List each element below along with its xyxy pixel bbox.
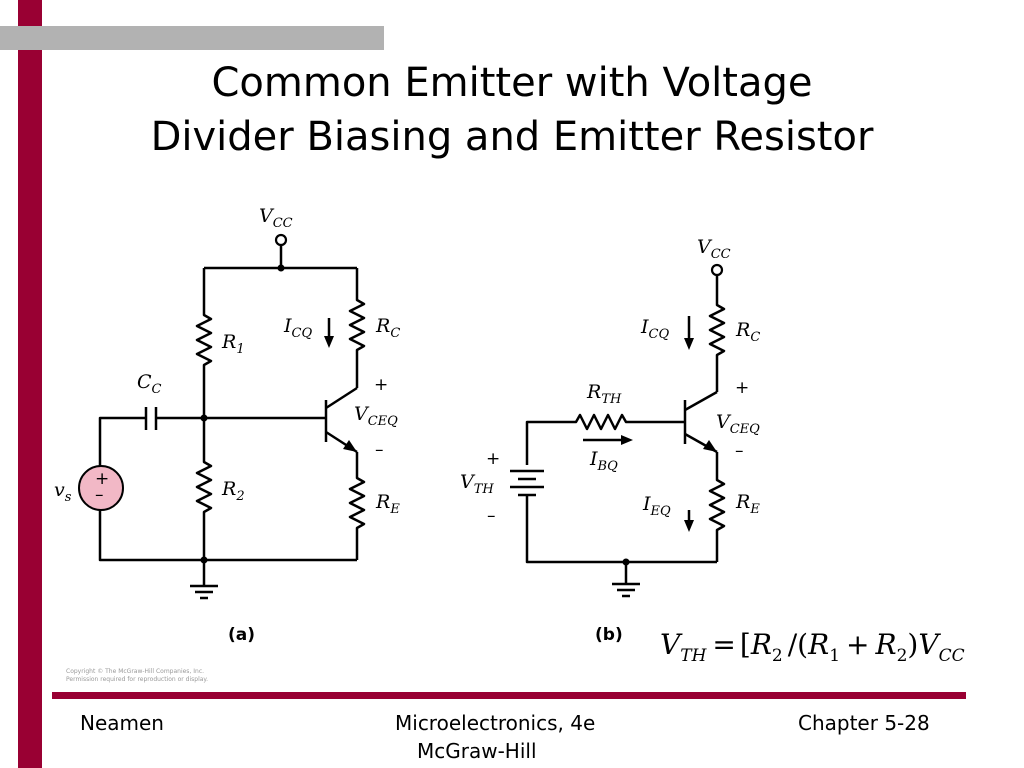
bottom-rail-b xyxy=(525,495,717,564)
vcc-terminal-b xyxy=(710,263,724,277)
r2-label: R2 xyxy=(221,478,245,504)
footer-publisher: McGraw-Hill xyxy=(417,739,537,763)
copyright-notice: Copyright © The McGraw-Hill Companies, I… xyxy=(66,668,208,684)
caption-b: (b) xyxy=(595,625,623,645)
collector-lead-a xyxy=(325,386,358,410)
vceq-plus-b: + xyxy=(735,378,749,398)
rth-resistor xyxy=(525,413,685,465)
rc-resistor-a xyxy=(348,268,366,388)
footer-book: Microelectronics, 4e McGraw-Hill xyxy=(395,709,645,765)
vceq-label-b: VCEQ xyxy=(716,411,760,437)
re-resistor-b xyxy=(708,452,726,562)
ibq-arrow-head xyxy=(621,435,633,445)
vs-label: vs xyxy=(54,479,72,505)
left-accent-bar xyxy=(18,0,42,768)
cc-label: CC xyxy=(137,371,162,397)
slide-title: Common Emitter with Voltage Divider Bias… xyxy=(60,56,964,164)
vs-minus-sign: – xyxy=(95,485,104,505)
re-label-b: RE xyxy=(735,491,760,517)
figure-b-circuit xyxy=(510,263,726,598)
vcc-terminal-a xyxy=(274,233,288,247)
vth-equation: VTH=[R2/(R1+R2)VCC xyxy=(660,628,965,666)
vth-label: VTH xyxy=(460,471,494,497)
bottom-rail-a xyxy=(98,510,357,562)
ieq-arrow-head xyxy=(684,520,694,532)
r2-resistor xyxy=(195,418,213,560)
vceq-label-a: VCEQ xyxy=(354,403,398,429)
top-gray-bar xyxy=(0,26,384,50)
vceq-plus-a: + xyxy=(374,375,388,395)
icq-label-a: ICQ xyxy=(283,315,312,341)
emitter-arrow-b xyxy=(703,440,717,452)
icq-label-b: ICQ xyxy=(640,316,669,342)
rth-label: RTH xyxy=(586,381,622,407)
collector-lead-b xyxy=(684,390,718,412)
r1-label: R1 xyxy=(221,331,245,357)
title-line-1: Common Emitter with Voltage xyxy=(211,60,813,106)
vceq-minus-a: – xyxy=(375,440,384,460)
footer-page-number: Chapter 5-28 xyxy=(798,711,930,735)
icq-arrow-head-b xyxy=(684,338,694,350)
rc-resistor-b xyxy=(708,275,726,392)
vth-minus-sign: – xyxy=(487,506,496,526)
r1-resistor xyxy=(195,268,213,415)
rc-label-b: RC xyxy=(735,319,760,345)
vceq-minus-b: – xyxy=(735,441,744,461)
vcc-label-b: VCC xyxy=(697,236,731,262)
ibq-label: IBQ xyxy=(589,448,618,474)
title-line-2: Divider Biasing and Emitter Resistor xyxy=(150,114,874,160)
footer-author: Neamen xyxy=(80,711,164,735)
rc-label-a: RC xyxy=(375,315,400,341)
vcc-label-a: VCC xyxy=(259,205,293,231)
re-resistor-a xyxy=(348,452,366,560)
figure-a-circuit xyxy=(78,233,366,600)
re-label-a: RE xyxy=(375,491,400,517)
vth-plus-sign: + xyxy=(486,449,500,469)
vs-plus-sign: + xyxy=(95,469,109,489)
caption-a: (a) xyxy=(228,625,255,645)
footer-divider xyxy=(52,692,966,699)
footer-book-title: Microelectronics, 4e xyxy=(395,711,596,735)
copyright-line-2: Permission required for reproduction or … xyxy=(66,676,209,683)
copyright-line-1: Copyright © The McGraw-Hill Companies, I… xyxy=(66,668,205,675)
icq-arrow-head-a xyxy=(324,336,334,348)
emitter-arrow-a xyxy=(343,440,357,452)
ieq-label: IEQ xyxy=(642,493,671,519)
